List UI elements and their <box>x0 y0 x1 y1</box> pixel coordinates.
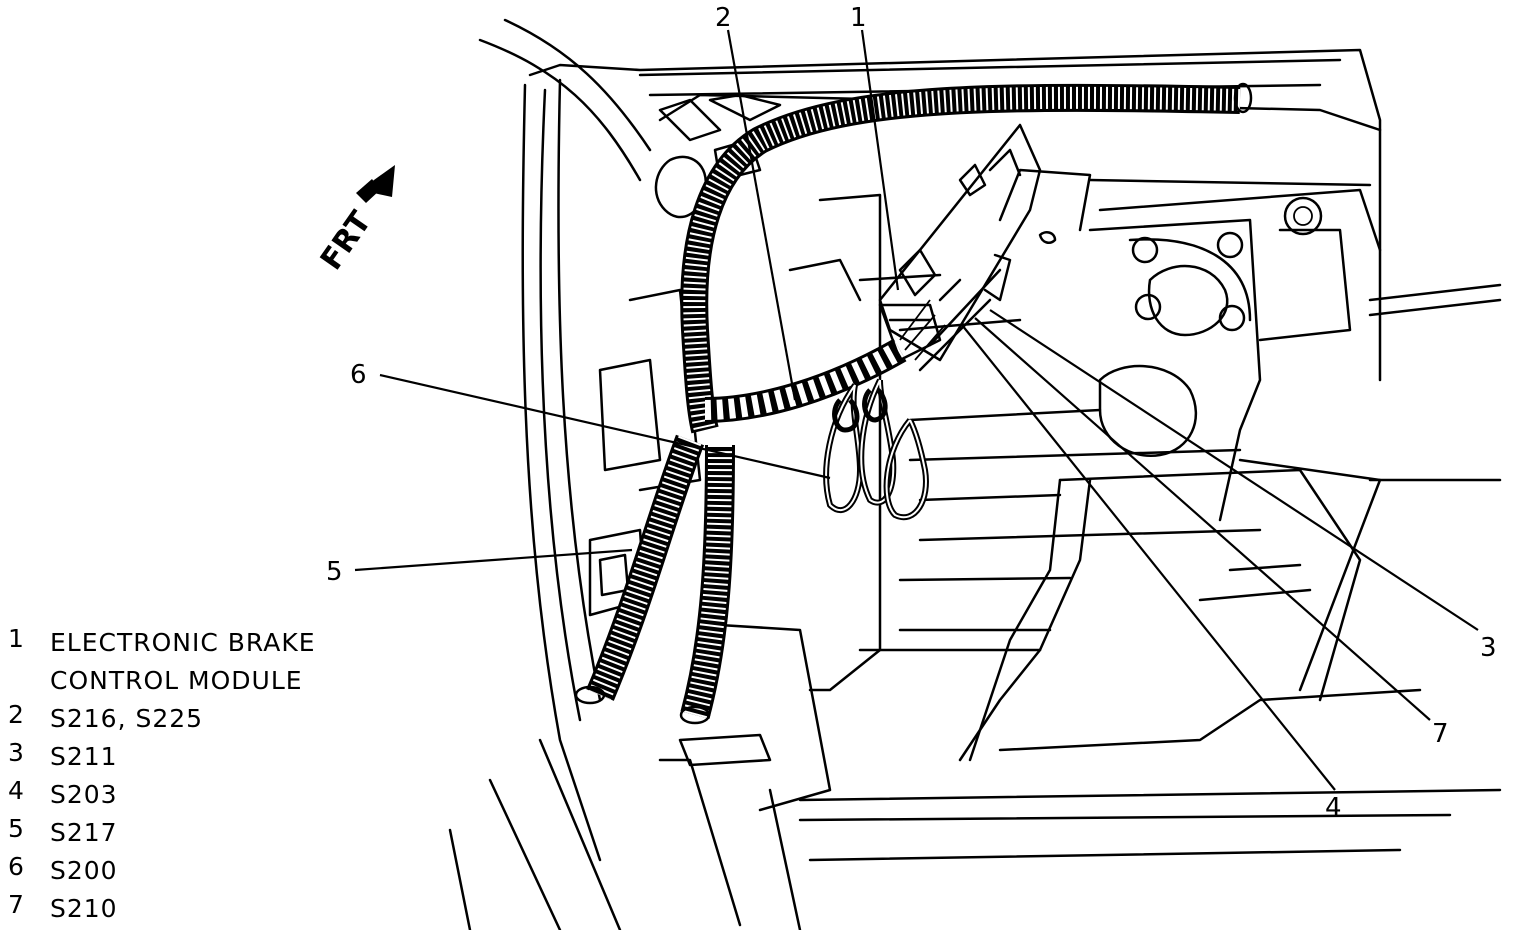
legend-number: 1 <box>8 624 25 653</box>
callout-4: 4 <box>1325 793 1342 823</box>
frt-label: FRT <box>314 205 379 277</box>
legend: 1 ELECTRONIC BRAKE CONTROL MODULE 2 S216… <box>8 624 350 928</box>
legend-text: S200 <box>50 856 118 885</box>
legend-text: S216, S225 <box>50 704 204 733</box>
legend-text: S211 <box>50 742 118 771</box>
leader-line-2 <box>726 29 797 401</box>
front-arrow-icon: FRT <box>314 165 395 277</box>
leader-line-3 <box>989 309 1479 631</box>
legend-number: 7 <box>8 890 25 919</box>
body-panel-outline <box>448 18 1502 930</box>
callout-2: 2 <box>715 3 732 33</box>
callouts: 1 2 3 4 5 6 7 <box>326 3 1497 823</box>
leader-lines <box>354 29 1479 791</box>
legend-number: 2 <box>8 700 25 729</box>
leader-line-1 <box>860 29 900 291</box>
callout-3: 3 <box>1480 633 1497 663</box>
leader-line-7 <box>974 317 1431 721</box>
legend-item: 1 ELECTRONIC BRAKE CONTROL MODULE <box>8 624 350 700</box>
callout-1: 1 <box>850 3 867 33</box>
leader-line-4 <box>961 324 1336 791</box>
wiring-harness-conduit <box>574 82 1253 725</box>
leader-line-6 <box>379 373 831 480</box>
legend-text: S203 <box>50 780 118 809</box>
legend-item: 7 S210 <box>8 890 350 928</box>
legend-number: 5 <box>8 814 25 843</box>
callout-6: 6 <box>350 360 367 390</box>
legend-item: 5 S217 <box>8 814 350 852</box>
legend-number: 3 <box>8 738 25 767</box>
legend-text: S217 <box>50 818 118 847</box>
legend-item: 4 S203 <box>8 776 350 814</box>
legend-number: 4 <box>8 776 25 805</box>
legend-text: ELECTRONIC BRAKE CONTROL MODULE <box>50 628 316 695</box>
brake-control-module <box>878 123 1057 372</box>
splice-pigtails <box>823 378 929 521</box>
legend-item: 2 S216, S225 <box>8 700 350 738</box>
leader-line-5 <box>354 548 633 572</box>
legend-item: 6 S200 <box>8 852 350 890</box>
legend-text: S210 <box>50 894 118 923</box>
callout-5: 5 <box>326 557 343 587</box>
callout-7: 7 <box>1432 719 1449 749</box>
legend-item: 3 S211 <box>8 738 350 776</box>
legend-number: 6 <box>8 852 25 881</box>
